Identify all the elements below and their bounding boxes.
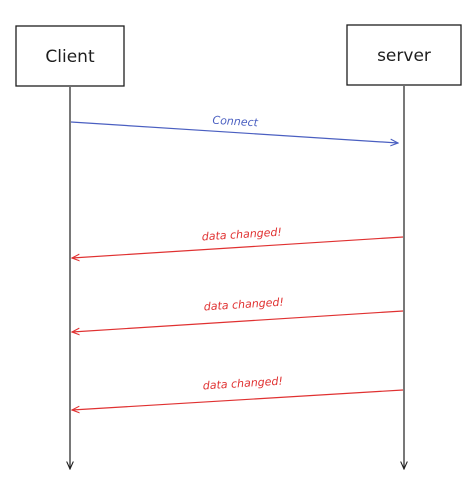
message-label: data changed!	[201, 226, 282, 244]
client-actor: Client	[15, 25, 125, 87]
message-data-changed-1: data changed!	[72, 226, 404, 258]
message-data-changed-2: data changed!	[72, 296, 404, 332]
server-actor: server	[346, 24, 462, 86]
message-data-changed-3: data changed!	[72, 375, 404, 410]
message-connect: Connect	[70, 114, 398, 143]
message-arrow	[72, 310, 404, 332]
message-label: data changed!	[203, 296, 284, 314]
server-label: server	[377, 46, 431, 66]
message-arrow	[70, 121, 398, 143]
message-label: data changed!	[202, 375, 283, 393]
client-box	[15, 25, 125, 87]
message-arrow	[72, 236, 404, 258]
message-label: Connect	[212, 114, 259, 130]
server-box	[346, 24, 462, 86]
client-label: Client	[45, 47, 95, 67]
message-arrow	[72, 389, 404, 410]
